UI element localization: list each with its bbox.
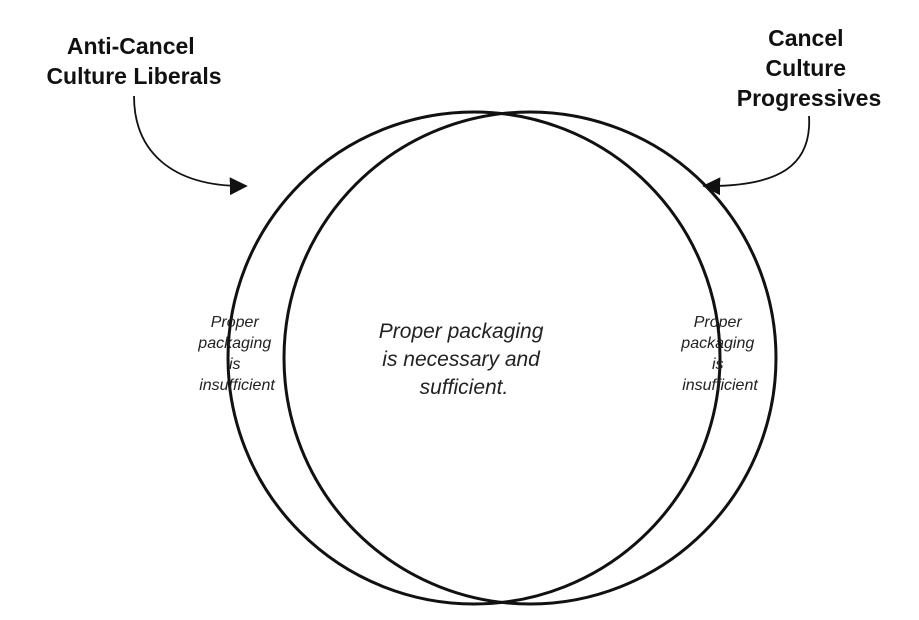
left-region-label: Proper packaging is insufficient [197, 314, 275, 394]
overlap-region-line: sufficient. [420, 376, 509, 399]
right-circle [282, 110, 778, 606]
right-group-title: Cancel Culture Progressives [737, 25, 881, 111]
left-region-line: Proper [211, 314, 260, 331]
right-group-title-line: Cancel [768, 25, 843, 51]
left-region-line: insufficient [199, 377, 275, 394]
right-region-line: Proper [694, 314, 743, 331]
right-region-line: insufficient [682, 377, 758, 394]
right-region-line: is [712, 356, 724, 373]
left-region-line: is [229, 356, 241, 373]
overlap-region-line: is necessary and [382, 348, 541, 371]
overlap-region-line: Proper packaging [379, 320, 544, 343]
overlap-region-label: Proper packaging is necessary and suffic… [379, 320, 549, 399]
left-circle [226, 110, 722, 606]
right-group-title-line: Progressives [737, 85, 881, 111]
left-group-title: Anti-Cancel Culture Liberals [46, 33, 221, 89]
left-group-title-line: Anti-Cancel [67, 33, 195, 59]
right-group-title-line: Culture [766, 55, 847, 81]
left-group-title-line: Culture Liberals [46, 63, 221, 89]
right-region-line: packaging [680, 335, 754, 352]
right-arrow [702, 115, 810, 196]
right-region-label: Proper packaging is insufficient [680, 314, 758, 394]
left-region-line: packaging [197, 335, 271, 352]
left-arrow [133, 95, 248, 196]
